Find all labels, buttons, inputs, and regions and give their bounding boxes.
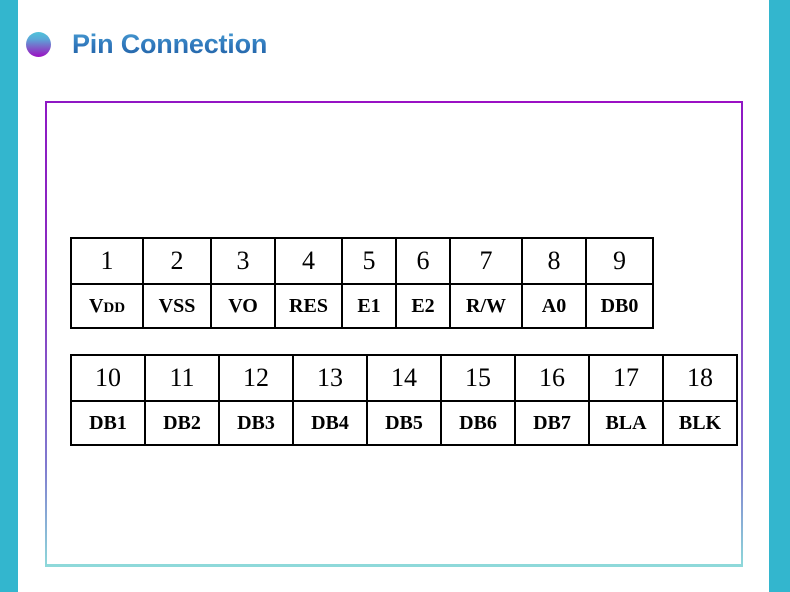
left-accent-stripe (0, 0, 18, 592)
pin-number-cell: 2 (142, 237, 212, 285)
pin-name-cell: DB1 (70, 400, 146, 446)
pin-number-cell: 5 (341, 237, 397, 285)
pin-number-cell: 18 (662, 354, 738, 402)
pin-number-cell: 10 (70, 354, 146, 402)
pin-name-subscript: DD (103, 299, 126, 316)
right-accent-stripe (769, 0, 790, 592)
pin-number-cell: 8 (521, 237, 587, 285)
pin-name-cell: DB5 (366, 400, 442, 446)
pin-number-cell: 17 (588, 354, 664, 402)
slide-title-row: Pin Connection (26, 24, 267, 64)
pin-number-cell: 13 (292, 354, 368, 402)
pin-number-cell: 14 (366, 354, 442, 402)
pin-name-cell: A0 (521, 283, 587, 329)
pin-name-cell: BLA (588, 400, 664, 446)
pin-number-cell: 6 (395, 237, 451, 285)
pin-number-cell: 1 (70, 237, 144, 285)
pin-name-cell: DB7 (514, 400, 590, 446)
pin-name-cell: DB3 (218, 400, 294, 446)
pin-name-cell: DB2 (144, 400, 220, 446)
pin-name-cell: VDD (70, 283, 144, 329)
pin-name-cell: RES (274, 283, 343, 329)
pin-name-cell: DB6 (440, 400, 516, 446)
pin-number-cell: 7 (449, 237, 523, 285)
pin-name-cell: E1 (341, 283, 397, 329)
pin-name-cell: VO (210, 283, 276, 329)
page-title: Pin Connection (72, 28, 268, 59)
pin-number-cell: 15 (440, 354, 516, 402)
pin-name-cell: VSS (142, 283, 212, 329)
pin-number-cell: 4 (274, 237, 343, 285)
pin-number-cell: 3 (210, 237, 276, 285)
bullet-circle-icon (26, 31, 51, 57)
pin-name-cell: BLK (662, 400, 738, 446)
pin-number-cell: 9 (585, 237, 654, 285)
pin-number-cell: 16 (514, 354, 590, 402)
pin-number-cell: 11 (144, 354, 220, 402)
pin-name-cell: R/W (449, 283, 523, 329)
pin-name-cell: DB4 (292, 400, 368, 446)
pin-number-cell: 12 (218, 354, 294, 402)
pin-name-cell: DB0 (585, 283, 654, 329)
pin-name-cell: E2 (395, 283, 451, 329)
content-frame (45, 101, 743, 567)
